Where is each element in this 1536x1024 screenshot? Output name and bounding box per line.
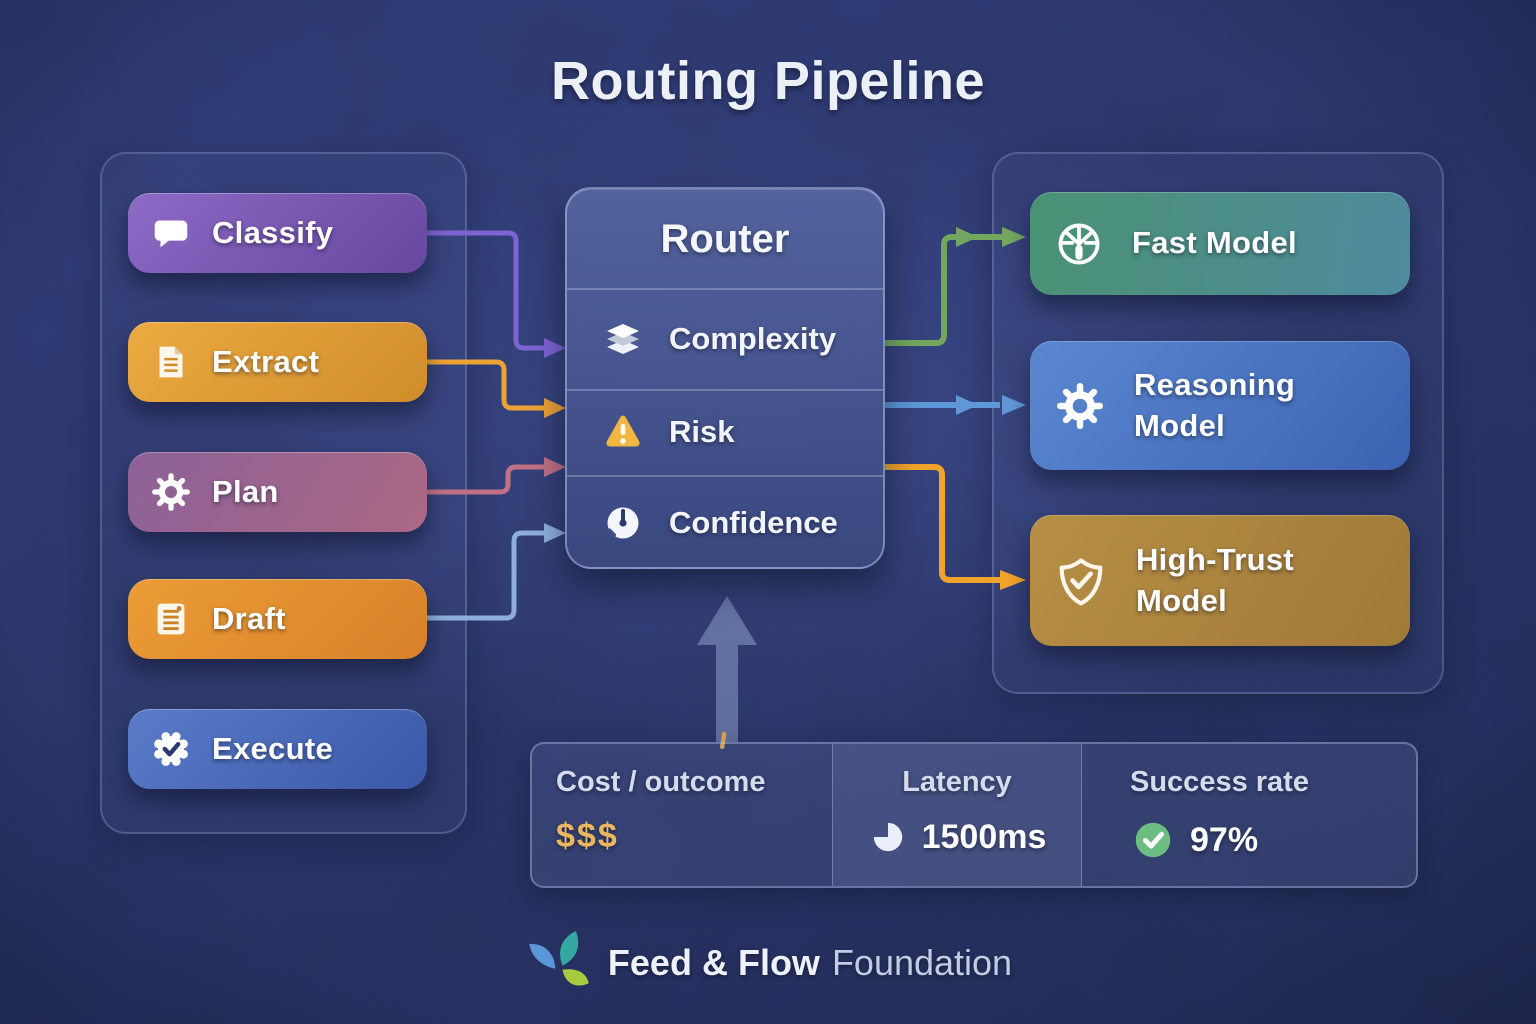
check-circle-icon — [1135, 822, 1171, 858]
metric-value: 97% — [1190, 820, 1259, 859]
arrow-router-to-fast — [885, 234, 1002, 346]
metric-label: Latency — [902, 766, 1012, 798]
speedometer-icon — [1058, 223, 1100, 264]
metric-value: 1500ms — [921, 817, 1047, 856]
metric-label: Cost / outcome — [556, 766, 766, 798]
task-plan: Plan — [128, 452, 427, 532]
signal-label: Confidence — [669, 505, 838, 540]
arrow-router-to-trust — [885, 464, 1000, 583]
shield-check-icon — [1059, 557, 1103, 605]
page-title: Routing Pipeline — [551, 51, 985, 111]
note-icon — [157, 603, 185, 635]
metric-value: $$$ — [556, 817, 619, 855]
divider — [567, 288, 883, 290]
arrowhead — [544, 523, 566, 543]
gear-icon — [1056, 382, 1104, 429]
task-label: Draft — [212, 601, 286, 636]
model-high-trust: High-Trust Model — [1030, 515, 1410, 646]
metric-success: Success rate 97% — [1082, 744, 1420, 886]
gear-icon — [152, 473, 190, 511]
task-draft: Draft — [128, 579, 427, 659]
task-label: Extract — [212, 344, 320, 379]
brand-name: Feed & Flow — [607, 942, 820, 983]
task-classify: Classify — [128, 193, 427, 273]
model-fast: Fast Model — [1030, 192, 1410, 295]
leaf-logo — [529, 931, 589, 986]
divider — [567, 475, 883, 477]
task-extract: Extract — [128, 322, 427, 402]
document-icon — [159, 346, 183, 378]
router-title: Router — [660, 217, 790, 261]
brand-suffix: Foundation — [831, 942, 1013, 983]
badge-check-icon — [154, 732, 188, 766]
task-label: Execute — [212, 731, 333, 766]
router-signal-confidence: Confidence — [567, 475, 883, 571]
layers-icon — [607, 323, 639, 354]
gauge-icon — [607, 507, 639, 539]
model-label: High-Trust Model — [1136, 542, 1294, 618]
metric-cost: Cost / outcome $$$ — [532, 744, 832, 886]
brand-text: Feed & Flow Foundation — [608, 942, 1012, 984]
divider — [567, 389, 883, 391]
task-label: Classify — [212, 215, 334, 250]
router-box: Router Complexity Risk — [565, 187, 885, 569]
chat-icon — [154, 220, 188, 248]
arrowhead — [956, 395, 978, 415]
model-label: Fast Model — [1132, 225, 1297, 261]
metrics-bar: Cost / outcome $$$ Latency 1500ms Succes… — [530, 742, 1418, 888]
arrowhead — [544, 457, 566, 477]
arrowhead — [956, 227, 978, 247]
signal-label: Risk — [669, 414, 735, 449]
clock-icon — [873, 822, 902, 852]
feedback-up-arrow — [697, 596, 757, 742]
metric-latency: Latency 1500ms — [832, 744, 1082, 886]
model-reasoning: Reasoning Model — [1030, 341, 1410, 470]
router-signal-risk: Risk — [567, 389, 883, 475]
signal-label: Complexity — [669, 320, 837, 356]
task-label: Plan — [212, 474, 279, 509]
arrowhead — [544, 338, 566, 358]
metric-label: Success rate — [1130, 766, 1309, 798]
warning-icon — [606, 415, 640, 447]
model-label: Reasoning Model — [1134, 367, 1296, 443]
task-execute: Execute — [128, 709, 427, 789]
footer-brand: Feed & Flow Foundation — [0, 918, 1536, 1008]
arrowhead — [544, 398, 566, 418]
router-signal-complexity: Complexity — [567, 288, 883, 389]
